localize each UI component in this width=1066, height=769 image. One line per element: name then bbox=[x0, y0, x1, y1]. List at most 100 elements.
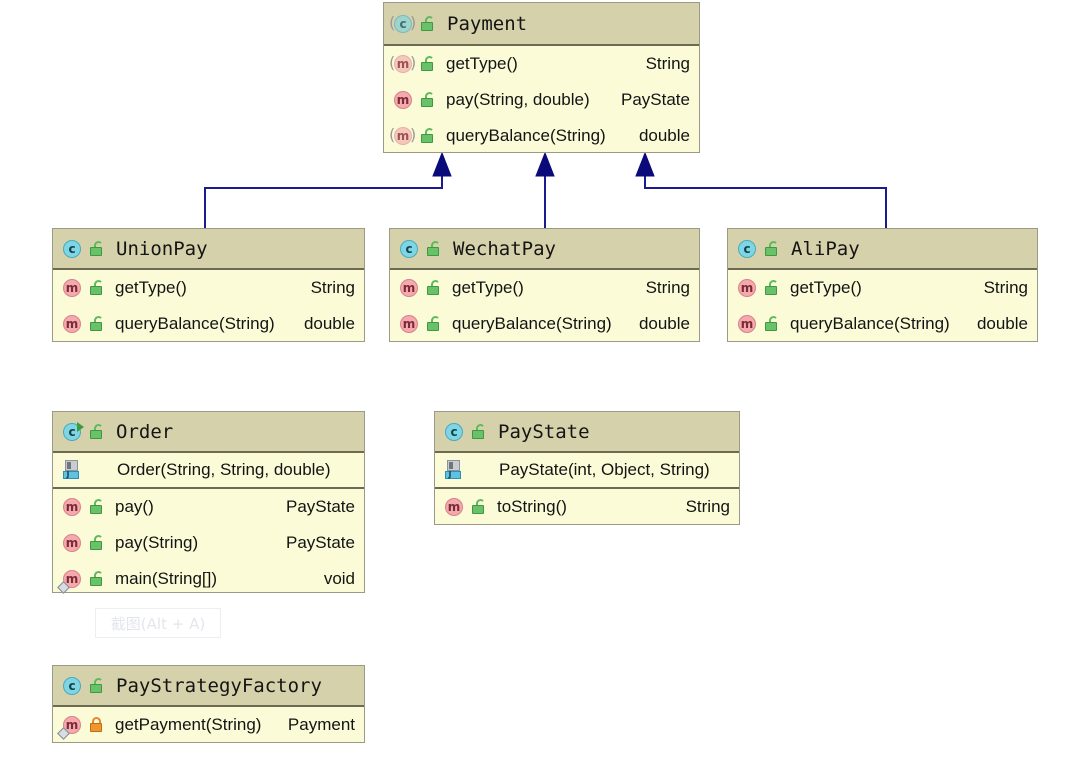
class-member-row[interactable]: m queryBalance(String) double bbox=[390, 306, 699, 342]
member-signature: queryBalance(String) bbox=[790, 314, 950, 333]
member-signature: main(String[]) bbox=[115, 569, 218, 588]
member-text: pay() PayState bbox=[115, 497, 355, 517]
class-name-payment: Payment bbox=[447, 12, 528, 35]
member-signature: Order(String, String, double) bbox=[117, 460, 331, 479]
class-name-alipay: AliPay bbox=[791, 237, 860, 260]
member-text: pay(String, double) PayState bbox=[446, 90, 690, 110]
uml-class-wechatpay[interactable]: c WechatPay m getType()String m queryBalance(… bbox=[389, 228, 700, 342]
green-unlocked-padlock-icon bbox=[89, 423, 105, 441]
class-name-unionpay: UnionPay bbox=[116, 237, 208, 260]
member-text: getType()String bbox=[446, 54, 690, 74]
method-icon: m bbox=[62, 497, 82, 517]
class-header-alipay[interactable]: c AliPay bbox=[728, 229, 1037, 270]
class-member-row[interactable]: m pay() PayState bbox=[53, 489, 364, 525]
member-signature: pay() bbox=[115, 497, 154, 516]
green-unlocked-padlock-icon bbox=[471, 498, 487, 516]
member-return-type: String bbox=[310, 278, 355, 297]
class-name-order: Order bbox=[116, 420, 174, 443]
green-unlocked-padlock-icon bbox=[420, 15, 436, 33]
member-signature: getType() bbox=[446, 54, 518, 73]
green-unlocked-padlock-icon bbox=[89, 534, 105, 552]
member-signature: pay(String, double) bbox=[446, 90, 590, 109]
member-return-type: double bbox=[303, 314, 355, 333]
green-unlocked-padlock-icon bbox=[471, 423, 487, 441]
method-icon: m bbox=[399, 314, 419, 334]
class-icon: c bbox=[444, 422, 464, 442]
class-member-row[interactable]: m getType()String bbox=[390, 270, 699, 306]
class-name-wechatpay: WechatPay bbox=[453, 237, 556, 260]
green-unlocked-padlock-icon bbox=[420, 127, 436, 145]
member-text: queryBalance(String)double bbox=[446, 126, 690, 146]
green-unlocked-padlock-icon bbox=[89, 315, 105, 333]
member-text: Order(String, String, double) bbox=[115, 460, 355, 480]
green-unlocked-padlock-icon bbox=[89, 279, 105, 297]
class-icon: c bbox=[737, 239, 757, 259]
member-signature: queryBalance(String) bbox=[452, 314, 612, 333]
green-unlocked-padlock-icon bbox=[420, 91, 436, 109]
member-signature: queryBalance(String) bbox=[446, 126, 606, 145]
static-method-icon: m bbox=[57, 715, 82, 740]
member-return-type: double bbox=[638, 314, 690, 333]
class-members-unionpay: m getType() String m queryBalance(String) dou… bbox=[53, 270, 364, 342]
member-signature: toString() bbox=[497, 497, 567, 516]
member-signature: getType() bbox=[115, 278, 187, 297]
class-header-wechatpay[interactable]: c WechatPay bbox=[390, 229, 699, 270]
member-text: toString()String bbox=[497, 497, 730, 517]
class-member-row[interactable]: (m)queryBalance(String)double bbox=[384, 118, 699, 154]
class-member-row[interactable]: m queryBalance(String) double bbox=[53, 306, 364, 342]
green-unlocked-padlock-icon bbox=[764, 240, 780, 258]
green-unlocked-padlock-icon bbox=[89, 498, 105, 516]
watermark-label: 截图(Alt + A) bbox=[110, 614, 206, 633]
no-visibility-icon bbox=[471, 461, 487, 479]
member-text: pay(String)PayState bbox=[115, 533, 355, 553]
member-text: getType()String bbox=[452, 278, 690, 298]
member-return-type: void bbox=[323, 569, 355, 588]
member-return-type: PayState bbox=[621, 90, 690, 109]
member-text: queryBalance(String) double bbox=[452, 314, 690, 334]
class-icon: c bbox=[399, 239, 419, 259]
method-icon: m bbox=[399, 278, 419, 298]
green-unlocked-padlock-icon bbox=[89, 570, 105, 588]
class-name-paystrategyfactory: PayStrategyFactory bbox=[116, 674, 322, 697]
member-text: PayState(int, Object, String) bbox=[497, 460, 730, 480]
method-icon: m bbox=[737, 278, 757, 298]
member-return-type: PayState bbox=[286, 497, 355, 516]
green-unlocked-padlock-icon bbox=[89, 677, 105, 695]
green-unlocked-padlock-icon bbox=[420, 55, 436, 73]
green-unlocked-padlock-icon bbox=[426, 315, 442, 333]
member-signature: queryBalance(String) bbox=[115, 314, 275, 333]
class-header-payment[interactable]: (c) Payment bbox=[384, 3, 699, 46]
generalization-alipay-payment bbox=[635, 151, 887, 228]
method-icon: m bbox=[62, 314, 82, 334]
class-member-row[interactable]: (m)getType()String bbox=[384, 46, 699, 82]
member-return-type: PayState bbox=[286, 533, 355, 552]
abstract-class-icon: (c) bbox=[389, 12, 417, 33]
member-text: queryBalance(String) double bbox=[115, 314, 355, 334]
class-member-row[interactable]: J PayState(int, Object, String) bbox=[435, 453, 739, 489]
constructor-icon: J bbox=[444, 460, 464, 480]
